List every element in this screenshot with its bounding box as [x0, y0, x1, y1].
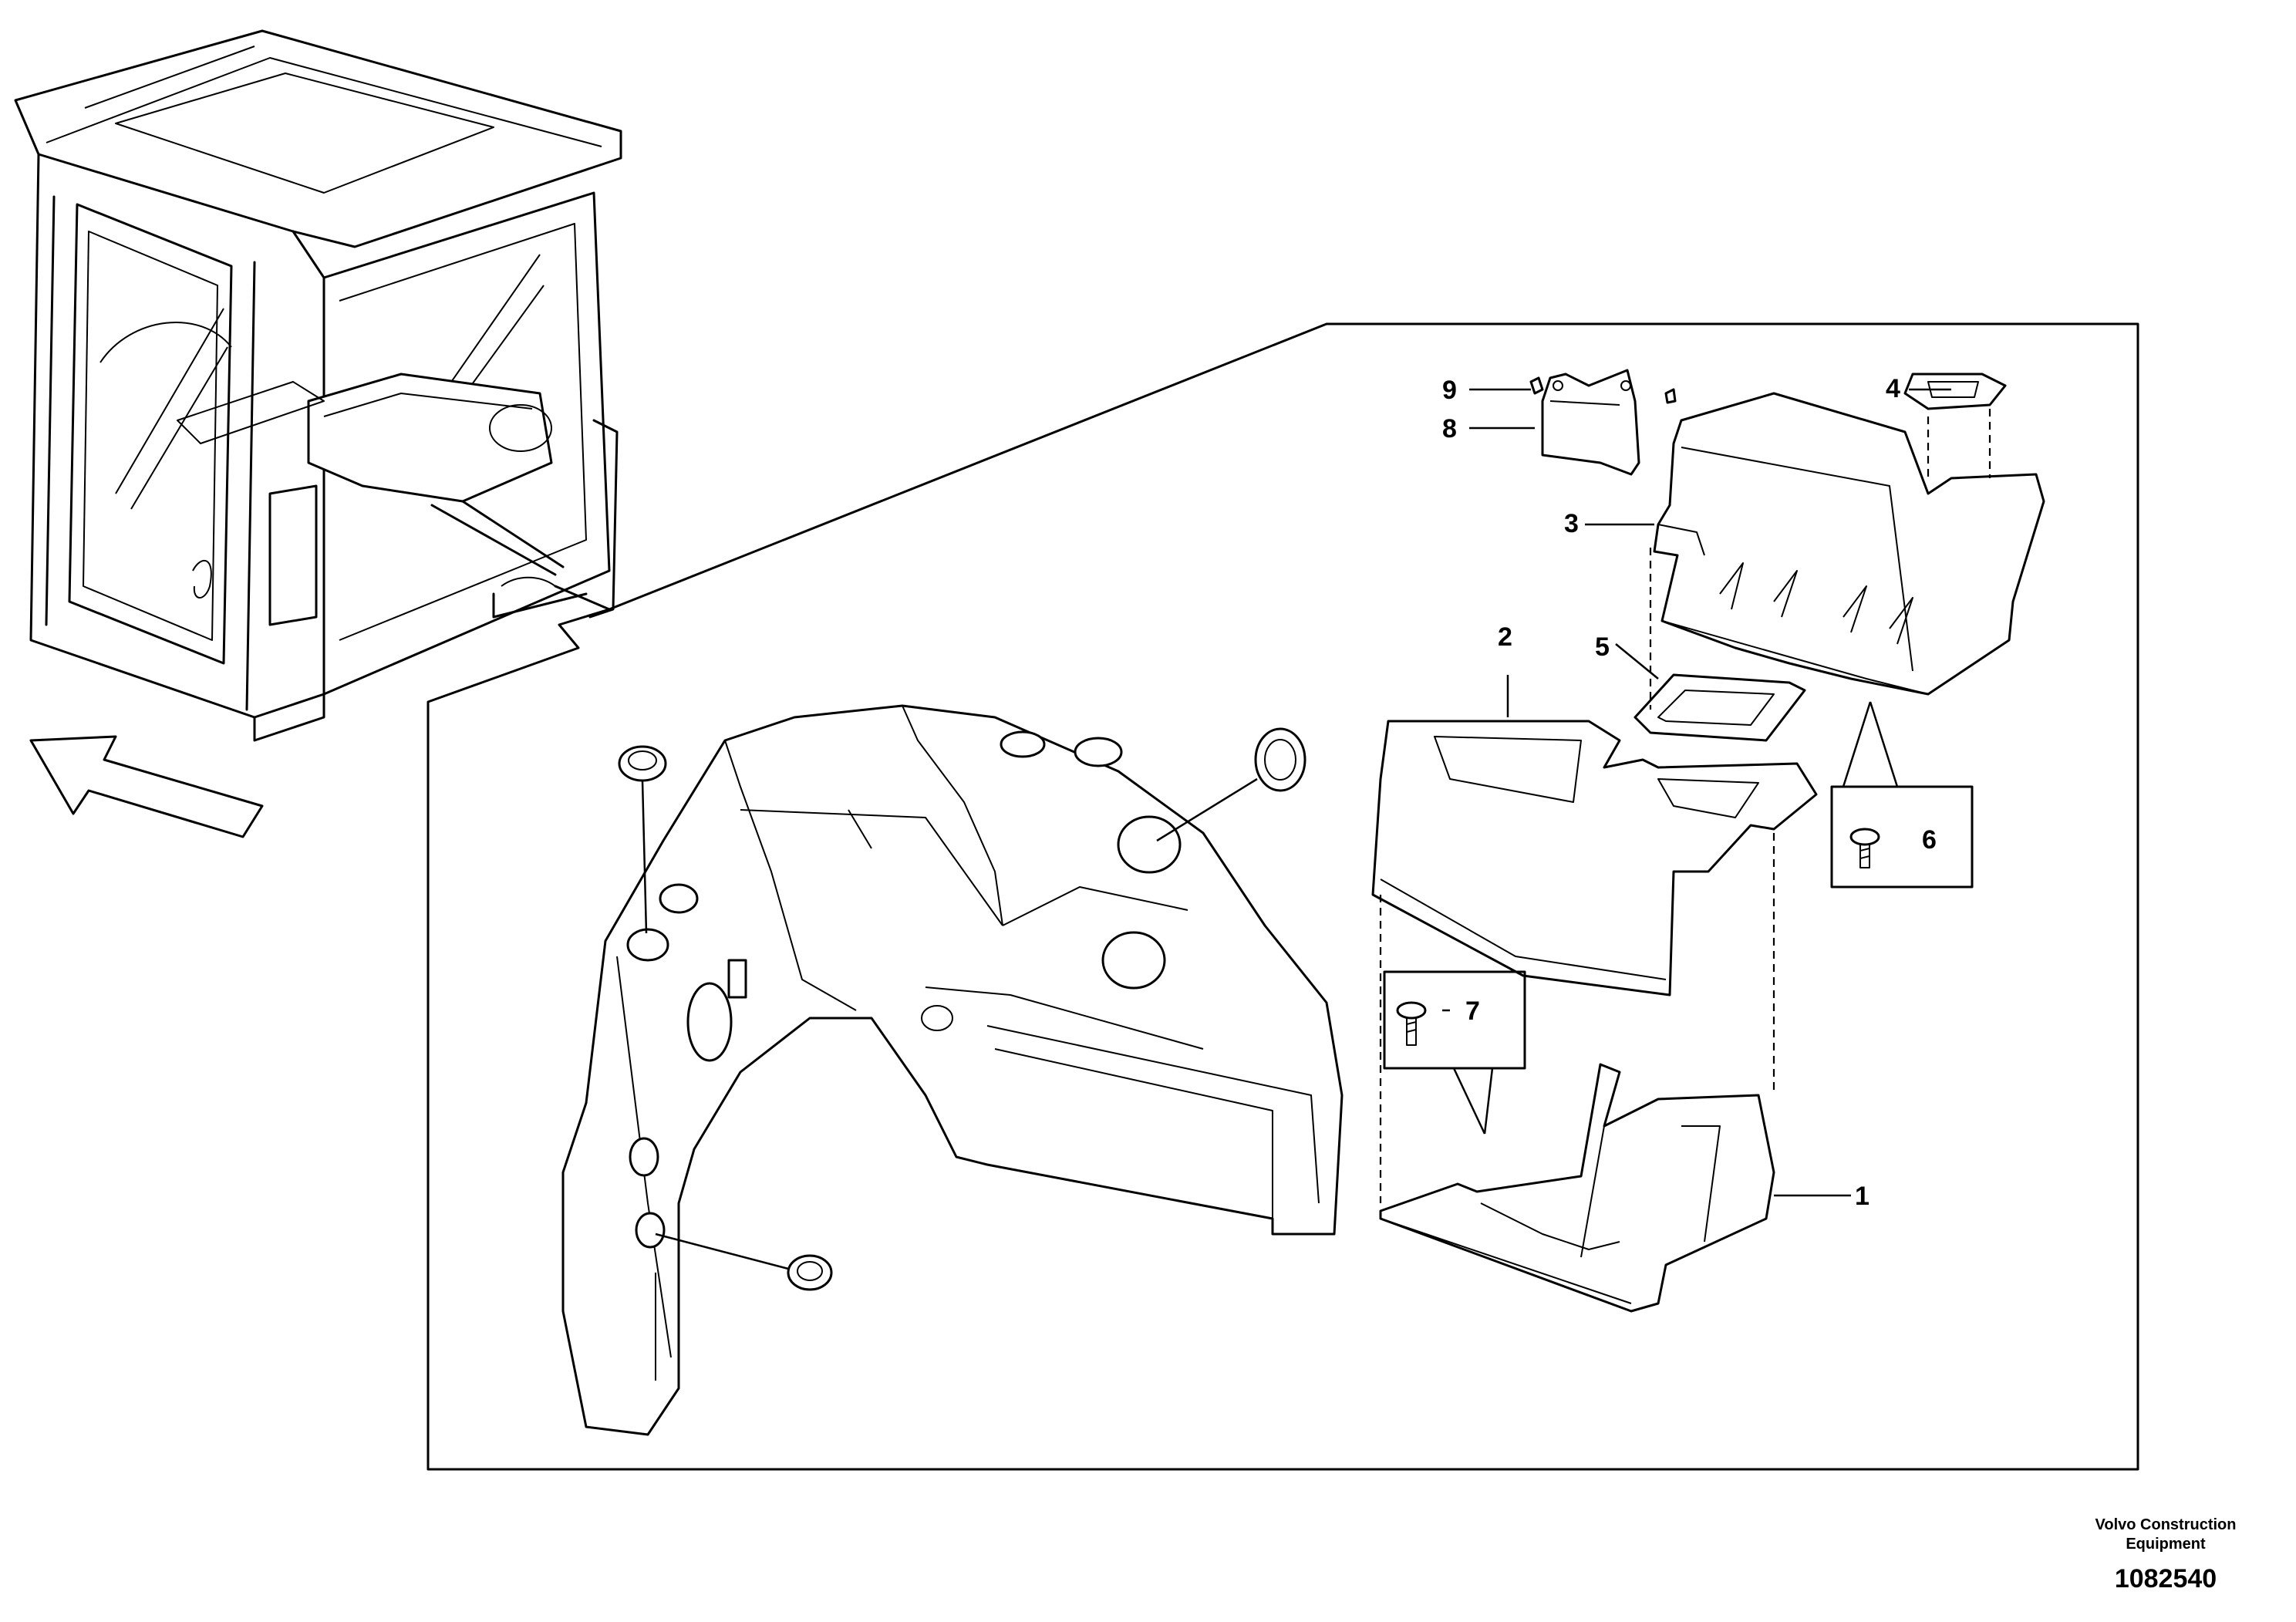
part-5-gasket — [1633, 673, 1806, 742]
callout-4: 4 — [1886, 374, 1900, 403]
callout-labels: 1 2 3 4 5 6 7 8 9 — [1442, 374, 1937, 1211]
detail-view-frame — [426, 322, 2139, 1471]
callout-3: 3 — [1564, 509, 1579, 538]
callout-7: 7 — [1465, 996, 1480, 1026]
callout-8: 8 — [1442, 414, 1457, 443]
callout-2: 2 — [1498, 622, 1512, 652]
part-4-outlet — [1903, 373, 2007, 410]
alignment-dashed-lines — [1379, 409, 1991, 1203]
company-name-line2: Equipment — [2126, 1536, 2206, 1553]
direction-arrow-icon — [29, 735, 264, 838]
part-2-cover — [1371, 720, 1818, 996]
part-6-screw-inset — [1830, 701, 1974, 889]
callout-1: 1 — [1855, 1182, 1870, 1211]
callout-5: 5 — [1595, 632, 1610, 662]
company-name-line1: Volvo Construction — [2095, 1516, 2237, 1533]
footer-block: Volvo Construction Equipment 1082540 — [2095, 1516, 2237, 1593]
part-8-bracket — [1541, 369, 1640, 476]
part-7-screw-inset — [1383, 970, 1526, 1135]
callout-leader-lines — [1442, 388, 1951, 1197]
drawing-number: 1082540 — [2115, 1564, 2217, 1593]
callout-9: 9 — [1442, 376, 1457, 405]
part-3-air-duct — [1653, 392, 2045, 696]
dashboard-side-panel — [561, 704, 1344, 1436]
screw-7-icon — [1396, 1001, 1427, 1046]
part-1-lower-tray — [1379, 1063, 1775, 1313]
screw-6-icon — [1849, 828, 1880, 868]
cab-overview-illustration — [14, 29, 622, 742]
part-9-clip-icon — [1529, 376, 1677, 404]
grommet-right-icon — [1156, 727, 1306, 842]
grommet-top-icon — [618, 745, 667, 934]
grommet-bottom-icon — [655, 1233, 833, 1291]
callout-6: 6 — [1922, 825, 1937, 855]
